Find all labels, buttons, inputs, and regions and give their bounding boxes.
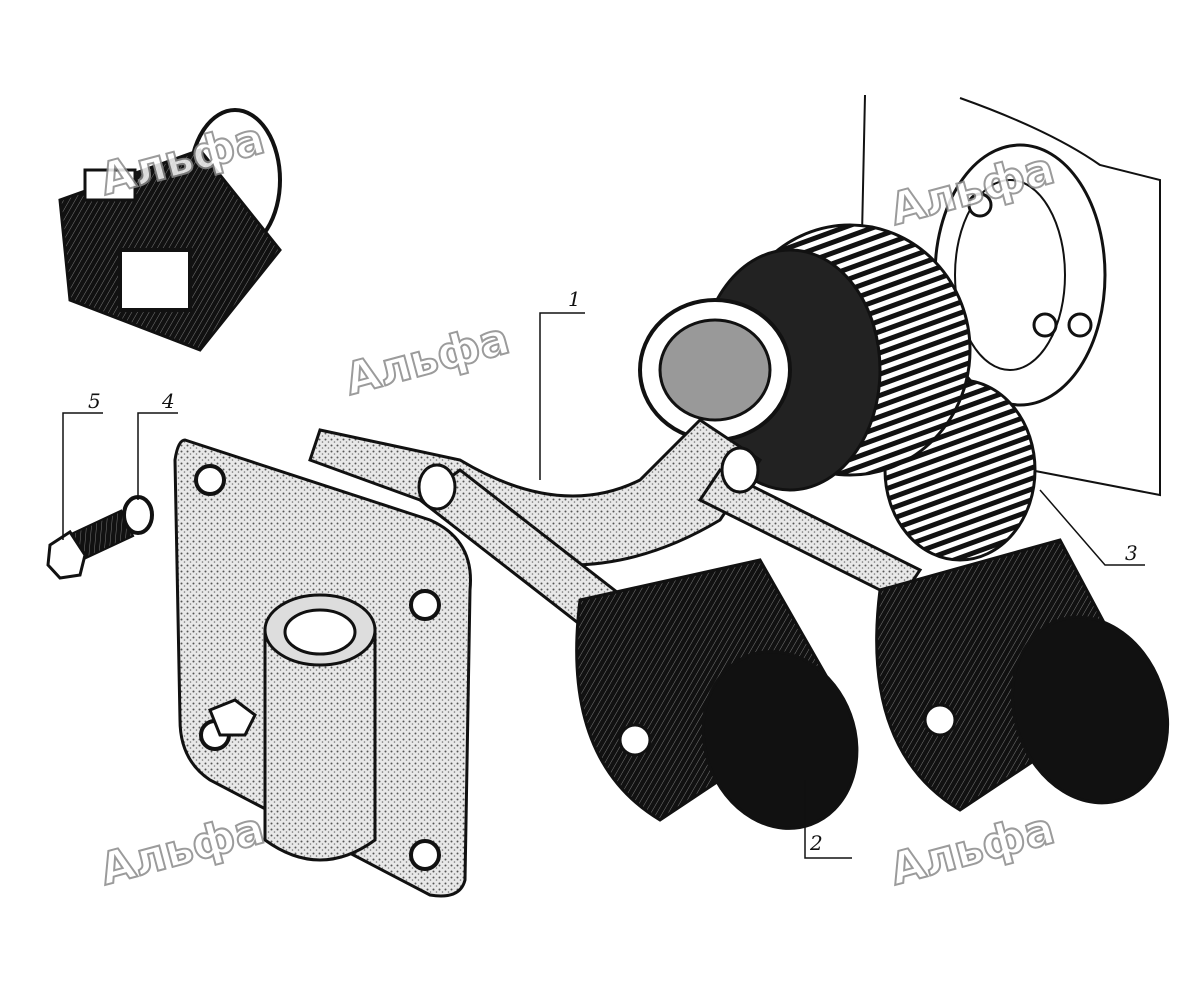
callout-3: 3	[1125, 541, 1138, 565]
mounting-plate-outline	[861, 94, 1161, 497]
callout-1: 1	[568, 287, 581, 311]
watermark-text: Альфа	[95, 803, 270, 896]
drive-flange	[933, 143, 1107, 407]
callout-2: 2	[809, 831, 823, 855]
watermark-text: Альфа	[340, 313, 515, 406]
watermark-2: Альфа	[339, 312, 516, 407]
callout-5: 5	[88, 389, 101, 413]
piston-left	[575, 558, 859, 830]
gear-assembly	[638, 223, 1037, 562]
watermark-4: Альфа	[94, 802, 271, 897]
watermark-text: Альфа	[885, 803, 1060, 896]
callout-4: 4	[161, 389, 175, 413]
watermark-5: Альфа	[884, 802, 1061, 897]
compressor-assembly-thumbnail	[58, 108, 282, 352]
bolt	[46, 509, 135, 580]
piston-right	[875, 538, 1170, 812]
callout-leaders	[62, 312, 1145, 859]
crankcase-cover	[173, 438, 472, 898]
washer	[122, 495, 154, 535]
